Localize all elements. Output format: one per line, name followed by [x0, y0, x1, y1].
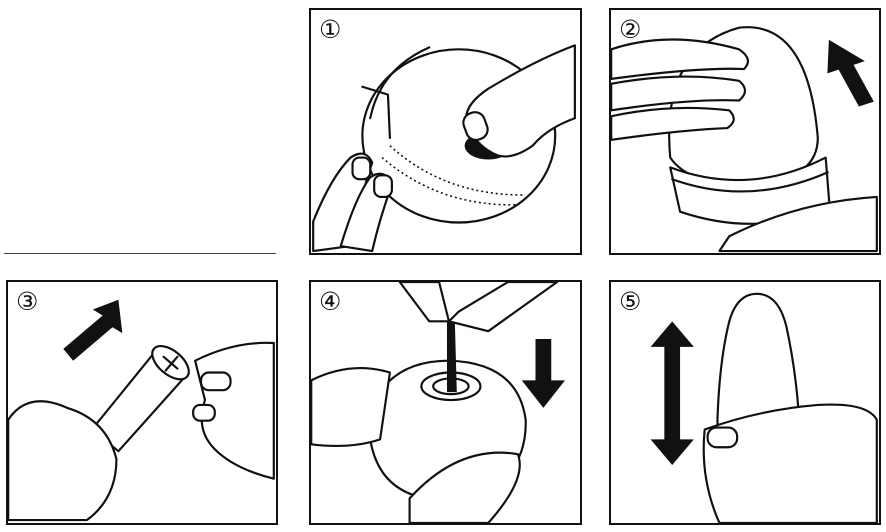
case-flap — [361, 85, 391, 139]
left-nail-2 — [373, 174, 393, 199]
step-4-panel: ④ — [309, 280, 582, 525]
step-number: ① — [319, 15, 342, 44]
sachet-right — [447, 282, 559, 333]
up-down-arrow-icon — [650, 321, 694, 465]
gripping-hand — [702, 403, 878, 523]
step-1-panel: ① — [309, 8, 582, 255]
step-number: ③ — [16, 287, 39, 316]
finger-nail — [706, 426, 739, 449]
lubricant-stream — [446, 321, 457, 393]
left-hand — [311, 367, 392, 448]
step-number: ⑤ — [619, 287, 642, 316]
right-nail — [199, 371, 232, 392]
step-number: ② — [619, 15, 642, 44]
step-5-panel: ⑤ — [609, 280, 881, 525]
step-5-illustration — [650, 292, 878, 523]
step-2-panel: ② — [609, 8, 881, 255]
step-3-panel: ③ — [6, 280, 278, 525]
cup-rim — [671, 171, 829, 193]
step-number: ④ — [319, 287, 342, 316]
step-4-illustration — [311, 282, 566, 523]
divider-line — [4, 253, 276, 254]
step-3-illustration — [8, 299, 275, 522]
right-hand — [465, 44, 576, 158]
lower-hand — [718, 195, 878, 253]
perforation-line — [381, 156, 518, 206]
finger-2 — [611, 75, 747, 112]
left-nail-1 — [351, 156, 372, 181]
up-arrow-icon — [827, 39, 874, 107]
step-2-illustration — [611, 26, 878, 253]
diagonal-arrow-icon — [63, 299, 123, 361]
left-hand — [8, 400, 118, 522]
right-nail-2 — [192, 403, 216, 422]
down-arrow-icon — [521, 339, 566, 408]
sachet-left — [398, 282, 451, 323]
case-seam — [369, 46, 431, 120]
tube-slit — [162, 355, 179, 372]
finger-3 — [611, 106, 735, 141]
thumb-nail — [462, 111, 489, 142]
thumb — [408, 451, 521, 523]
finger-1 — [611, 38, 750, 80]
perforation-line-2 — [389, 145, 523, 196]
step-1-illustration — [312, 44, 576, 253]
